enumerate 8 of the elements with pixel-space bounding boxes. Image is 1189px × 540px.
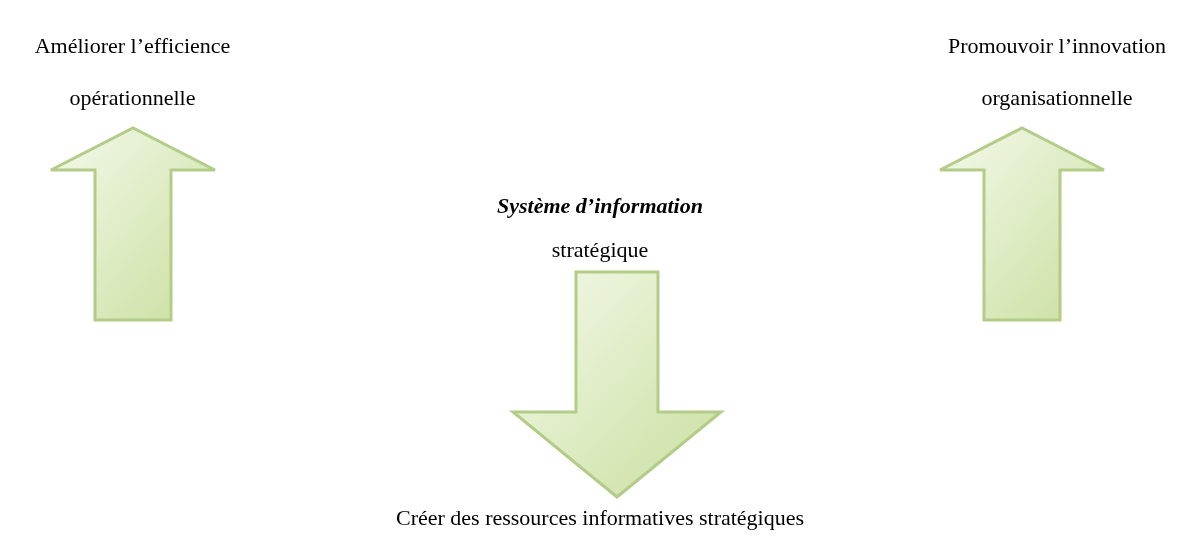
block-arrow	[508, 270, 726, 499]
block-arrow	[938, 126, 1106, 322]
goal-text: Promouvoir l’innovation organisationnelle	[925, 20, 1189, 124]
goal-text: Créer des ressources informatives stratégiques	[300, 503, 900, 533]
goal-text: Améliorer l’efficience opérationnelle	[0, 20, 265, 124]
subheading-text: stratégique	[551, 236, 649, 264]
block-arrow	[49, 126, 217, 322]
heading-text: Système d’information	[497, 192, 703, 220]
